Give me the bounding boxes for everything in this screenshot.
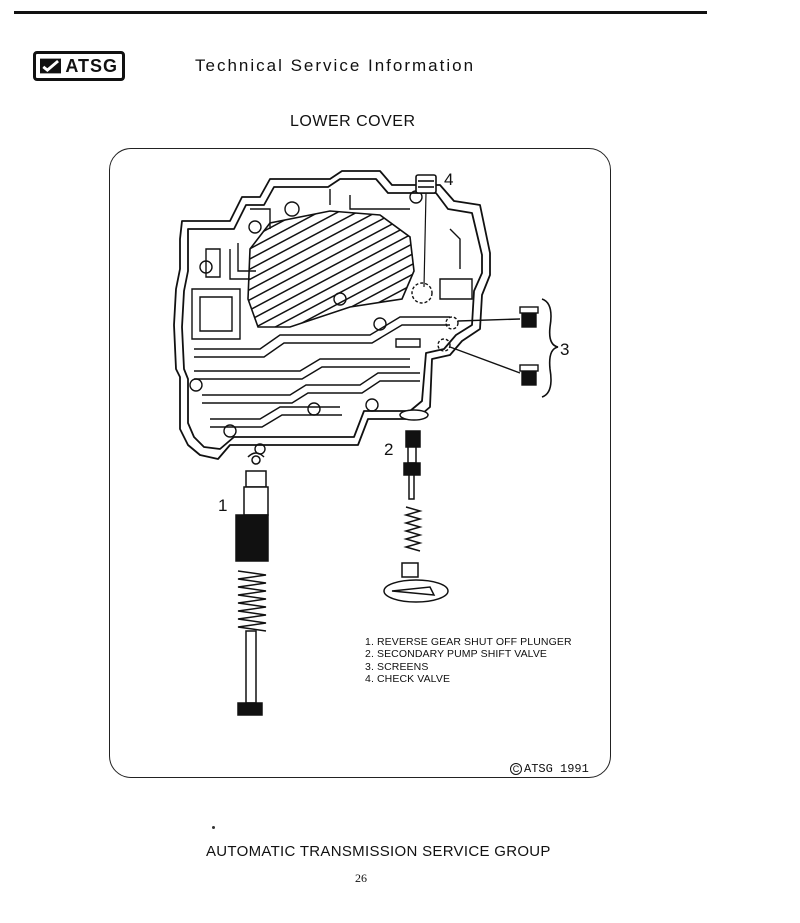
atsg-logo: ATSG <box>33 51 125 81</box>
parts-legend: 1. REVERSE GEAR SHUT OFF PLUNGER 2. SECO… <box>365 636 572 686</box>
callout-2: 2 <box>384 440 394 459</box>
logo-text: ATSG <box>65 56 118 76</box>
header-title: Technical Service Information <box>195 56 476 75</box>
top-rule <box>14 11 707 14</box>
footer-organization: AUTOMATIC TRANSMISSION SERVICE GROUP <box>206 843 551 860</box>
fluid-passages <box>189 189 473 455</box>
legend-item-3: 3. SCREENS <box>365 660 429 673</box>
copyright-text: ATSG 1991 <box>524 762 589 776</box>
page-number: 26 <box>355 871 367 885</box>
valve-body-plate <box>173 170 491 460</box>
callout-4: 4 <box>444 170 454 189</box>
check-valve-part <box>415 174 437 288</box>
screens-part <box>449 298 559 398</box>
shift-valve-part <box>383 409 449 603</box>
copyright-notice: C ATSG 1991 <box>510 762 589 776</box>
checkmark-logo-icon <box>40 58 62 74</box>
lower-cover-diagram: 4 3 2 1 <box>109 148 611 778</box>
page-heading: LOWER COVER <box>290 113 416 130</box>
plunger-part <box>235 452 269 716</box>
callout-1: 1 <box>218 496 228 515</box>
legend-item-1: 1. REVERSE GEAR SHUT OFF PLUNGER <box>365 636 572 648</box>
hatched-cavity <box>247 210 415 328</box>
lower-cover-illustration <box>173 170 559 716</box>
callout-3: 3 <box>560 340 570 359</box>
valve-locations <box>411 282 459 352</box>
copyright-icon: C <box>510 763 522 775</box>
legend-item-4: 4. CHECK VALVE <box>365 673 451 686</box>
scan-speck <box>212 826 215 829</box>
legend-item-2: 2. SECONDARY PUMP SHIFT VALVE <box>365 648 548 661</box>
